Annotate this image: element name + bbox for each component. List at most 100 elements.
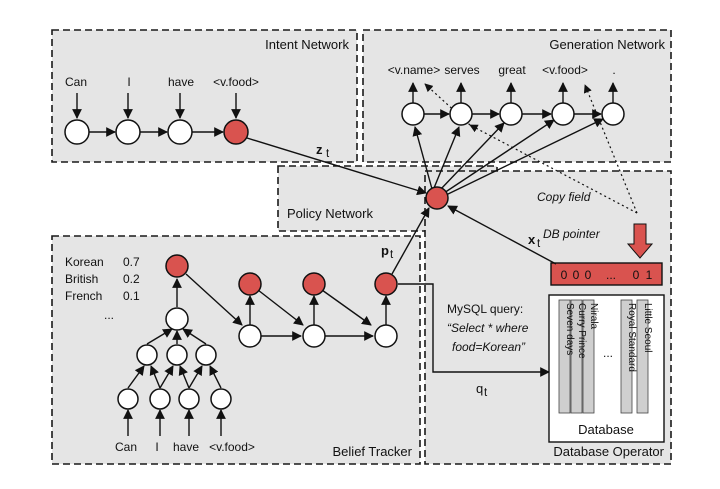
db-pointer-label: DB pointer [543,227,601,241]
x-label: x [528,232,536,247]
cnn-edge [178,365,190,389]
belief-slot-value: 0.7 [123,255,140,269]
belief-slot-label: ... [104,308,114,322]
gen-word: . [612,63,615,77]
query-line-3: food=Korean” [452,340,526,354]
database-operator-title: Database Operator [553,444,664,459]
belief-tracker-region [51,235,421,465]
intent-rnn-node [115,119,141,145]
intent-word: <v.food> [213,75,259,89]
x-subscript: t [537,238,541,250]
db-entry: Seven days [564,303,575,355]
intent-word: I [127,75,130,89]
belief-word: I [155,440,158,454]
db-vector-value: ... [606,268,616,282]
gen-word: <v.name> [388,63,440,77]
p-arrow [391,207,430,275]
cnn-node [195,344,217,366]
belief-tracker-title: Belief Tracker [333,444,413,459]
copy-field-dotted-arrow [469,124,638,214]
q-subscript: t [484,387,488,399]
belief-diagonal-arrow [321,289,372,326]
database-label: Database [578,422,634,437]
intent-network-region [51,29,358,163]
query-line-1: MySQL query: [447,302,523,316]
db-column [570,299,583,414]
belief-word: have [173,440,199,454]
x-arrow [447,205,557,265]
cnn-edge [182,328,207,345]
q-label: q [476,381,483,396]
cnn-edge [159,365,174,389]
db-ellipsis: ... [603,346,613,360]
intent-rnn-node [64,119,90,145]
belief-slot-label: French [65,289,102,303]
policy-to-gen-arrow [439,122,505,191]
belief-output-node [165,254,189,278]
z-arrow [246,137,427,196]
belief-slot-label: British [65,272,98,286]
policy-to-gen-arrow [433,126,461,189]
db-vector-value: 0 [573,268,580,282]
cnn-node [166,344,188,366]
cnn-node [149,388,171,410]
p-subscript: t [390,249,394,261]
policy-node [425,186,449,210]
belief-output-node [302,272,326,296]
cnn-node [136,344,158,366]
intent-output-node [223,119,249,145]
belief-output-node [374,272,398,296]
db-column [582,299,595,414]
db-entry: Little Seoul [642,303,653,352]
intent-word: have [168,75,194,89]
cnn-edge [209,365,222,389]
generation-network-title: Generation Network [549,37,665,52]
db-vector-value: 0 [585,268,592,282]
cnn-node [178,388,200,410]
gen-rnn-node [551,102,575,126]
belief-rnn-node [302,324,326,348]
belief-diagonal-arrow [185,273,243,326]
db-column [620,299,633,414]
belief-word: <v.food> [209,440,255,454]
cnn-edge [146,328,173,345]
belief-output-node [238,272,262,296]
cnn-edge [127,365,145,389]
db-vector-value: 0 [561,268,568,282]
db-column [558,299,571,414]
copy-field-dotted-arrow [583,84,638,214]
db-entry: Curry Prince [576,303,587,359]
db-entry: Royal Standard [626,303,637,372]
cnn-node [210,388,232,410]
db-entry: Nirala [588,303,599,330]
copy-field-label: Copy field [537,190,591,204]
belief-rnn-node [374,324,398,348]
policy-network-title: Policy Network [287,206,373,221]
policy-to-gen-arrow [443,119,555,194]
gen-word: serves [444,63,479,77]
db-pointer-arrow [626,223,654,259]
gen-word: <v.food> [542,63,588,77]
gen-word: great [498,63,526,77]
intent-word: Can [65,75,87,89]
belief-rnn-node [238,324,262,348]
policy-to-gen-arrow [412,126,433,190]
gen-rnn-node [499,102,523,126]
db-vector-value: 1 [646,268,653,282]
gen-rnn-node [449,102,473,126]
cnn-node [117,388,139,410]
cnn-edge [188,365,203,389]
intent-network-title: Intent Network [265,37,349,52]
cnn-edge [149,365,161,389]
db-column [636,299,649,414]
query-arrow [398,283,550,377]
belief-word: Can [115,440,137,454]
belief-slot-label: Korean [65,255,104,269]
z-label: z [316,142,323,157]
db-pointer-vector [550,262,663,286]
z-subscript: t [326,148,330,160]
belief-diagonal-arrow [257,289,304,326]
belief-slot-value: 0.1 [123,289,140,303]
gen-rnn-node [601,102,625,126]
